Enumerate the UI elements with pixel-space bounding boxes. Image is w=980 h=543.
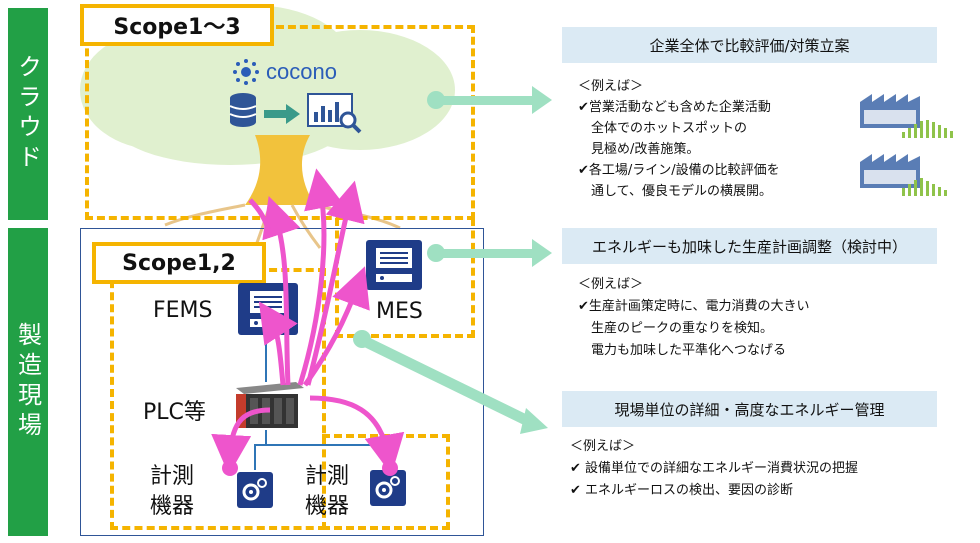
panel-3-line-1: ✔ 設備単位での詳細なエネルギー消費状況の把握: [570, 461, 859, 476]
energy-bars-icon-2: [902, 178, 947, 196]
sensor-left-gear-icon: [237, 472, 273, 508]
database-icon: [229, 93, 257, 127]
scope1-3-text: Scope1～3: [113, 15, 241, 40]
mes-server-icon: [366, 240, 422, 290]
factory-sidebar-label: 製造現場: [13, 322, 42, 442]
panel-2-line-2: 生産のピークの重なりを検知。: [578, 321, 774, 336]
cocono-logo-text: cocono: [266, 59, 337, 84]
sensor-right-gear-icon: [370, 470, 406, 506]
plc-label: PLC等: [143, 400, 206, 425]
panel-1-line-3: 見極め/改善施策。: [578, 142, 700, 157]
factory-icon-2: [860, 154, 920, 188]
panel-2-line-1: ✔生産計画策定時に、電力消費の大きい: [578, 299, 810, 314]
scope1-2-text: Scope1,2: [122, 250, 236, 276]
panel-2-line-3: 電力も加味した平準化へつなげる: [578, 343, 787, 358]
panel-3-example: ＜例えば＞: [570, 439, 636, 454]
sensor-left-label: 計測 機器: [150, 462, 194, 522]
panel-3-line-2: ✔ エネルギーロスの検出、要因の診断: [570, 483, 794, 498]
panel-1-header-text: 企業全体で比較評価/対策立案: [649, 36, 850, 55]
panel-1-header: 企業全体で比較評価/対策立案: [562, 27, 937, 63]
panel-1-line-2: 全体でのホットスポットの: [578, 121, 748, 136]
panel-1-body: ＜例えば＞ ✔営業活動なども含めた企業活動 全体でのホットスポットの 見極め/改…: [578, 76, 848, 202]
panel-2-header-text: エネルギーも加味した生産計画調整（検討中）: [591, 237, 907, 256]
sensor-right-label: 計測 機器: [305, 462, 349, 522]
cocono-logo-icon: [233, 59, 259, 85]
panel-3-header: 現場単位の詳細・高度なエネルギー管理: [562, 391, 937, 427]
cloud-sidebar: クラウド: [8, 8, 48, 220]
sensor-left-text: 計測 機器: [150, 464, 195, 519]
panel-1-line-1: ✔営業活動なども含めた企業活動: [578, 100, 771, 115]
arrow-right-icon: [264, 104, 300, 124]
factory-icon-1: [860, 94, 920, 128]
cocono-logo: cocono: [232, 58, 337, 86]
panel-1-example: ＜例えば＞: [578, 79, 644, 94]
factory-sidebar: 製造現場: [8, 228, 48, 536]
panel-1-line-5: 通して、優良モデルの横展開。: [578, 184, 772, 199]
panel-3-header-text: 現場単位の詳細・高度なエネルギー管理: [614, 400, 885, 419]
panel-2-example: ＜例えば＞: [578, 277, 644, 292]
fems-label: FEMS: [153, 298, 213, 323]
panel-2-body: ＜例えば＞ ✔生産計画策定時に、電力消費の大きい 生産のピークの重なりを検知。 …: [578, 274, 938, 362]
mes-label: MES: [376, 299, 423, 324]
cloud-sidebar-label: クラウド: [13, 54, 42, 174]
energy-bars-icon-1: [902, 120, 953, 138]
scope1-2-label: Scope1,2: [92, 242, 266, 284]
analytics-icon: [307, 93, 362, 134]
scope1-3-label: Scope1～3: [80, 4, 274, 46]
panel-3-body: ＜例えば＞ ✔ 設備単位での詳細なエネルギー消費状況の把握 ✔ エネルギーロスの…: [570, 436, 950, 502]
sensor-right-text: 計測 機器: [305, 464, 350, 519]
panel-2-header: エネルギーも加味した生産計画調整（検討中）: [562, 228, 937, 264]
panel-1-line-4: ✔各工場/ライン/設備の比較評価を: [578, 163, 780, 178]
